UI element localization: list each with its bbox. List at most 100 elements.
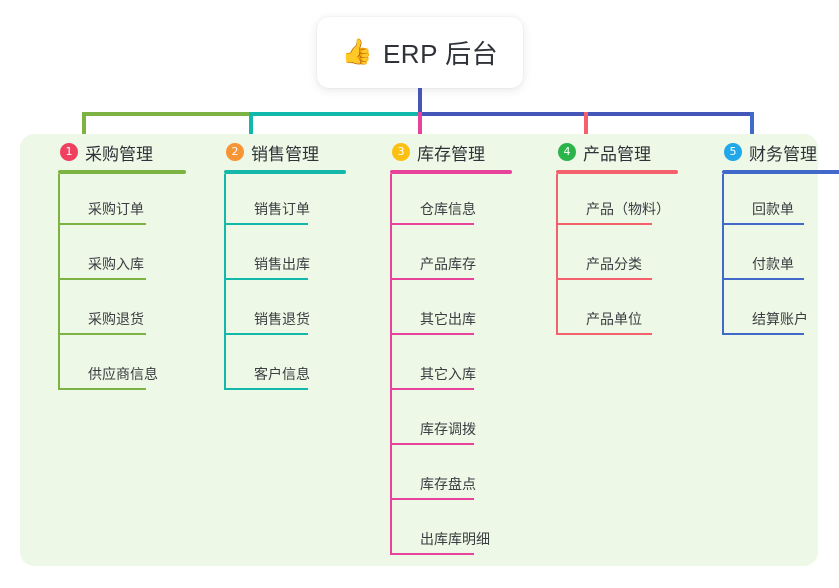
leaf-item[interactable]: 回款单 xyxy=(722,176,839,231)
leaf-item-label: 产品分类 xyxy=(586,256,642,272)
column-underline-5 xyxy=(722,170,839,174)
column-title-2: 销售管理 xyxy=(251,144,319,164)
column-header-1[interactable]: 1 采购管理 xyxy=(40,134,186,170)
leaf-item-label: 采购入库 xyxy=(88,256,144,272)
leaf-item-underline xyxy=(224,333,308,335)
leaf-item[interactable]: 产品分类 xyxy=(556,231,678,286)
leaf-item-underline xyxy=(722,223,804,225)
leaf-item-label: 付款单 xyxy=(752,256,794,272)
leaf-item-label: 库存盘点 xyxy=(420,476,476,492)
column-items-2: 销售订单销售出库销售退货客户信息 xyxy=(224,174,346,396)
leaf-item-underline xyxy=(224,388,308,390)
leaf-item-underline xyxy=(390,553,474,555)
column-badge-3: 3 xyxy=(392,143,410,161)
columns-container: 1 采购管理采购订单采购入库采购退货供应商信息 2 销售管理销售订单销售出库销售退货客… xyxy=(20,134,839,566)
column-items-3: 仓库信息产品库存其它出库其它入库库存调拨库存盘点出库库明细 xyxy=(390,174,512,561)
column-title-4: 产品管理 xyxy=(583,144,651,164)
column-header-2[interactable]: 2 销售管理 xyxy=(206,134,346,170)
column-header-3[interactable]: 3 库存管理 xyxy=(372,134,512,170)
column-3: 3 库存管理仓库信息产品库存其它出库其它入库库存调拨库存盘点出库库明细 xyxy=(372,134,512,561)
leaf-item-label: 库存调拨 xyxy=(420,421,476,437)
column-title-3: 库存管理 xyxy=(417,144,485,164)
leaf-item-underline xyxy=(58,223,146,225)
leaf-item[interactable]: 采购入库 xyxy=(58,231,186,286)
root-node-title: ERP 后台 xyxy=(382,39,499,69)
leaf-item-underline xyxy=(58,333,146,335)
leaf-item-label: 结算账户 xyxy=(752,311,808,327)
column-badge-1: 1 xyxy=(60,143,78,161)
content-panel xyxy=(20,134,818,566)
column-spine-2 xyxy=(224,174,226,388)
column-spine-3 xyxy=(390,174,392,553)
leaf-item[interactable]: 仓库信息 xyxy=(390,176,512,231)
leaf-item-label: 其它入库 xyxy=(420,366,476,382)
leaf-item-underline xyxy=(390,443,474,445)
leaf-item[interactable]: 库存盘点 xyxy=(390,451,512,506)
leaf-item-label: 其它出库 xyxy=(420,311,476,327)
thumbs-up-icon: 👍 xyxy=(341,38,373,66)
leaf-item[interactable]: 结算账户 xyxy=(722,286,839,341)
column-title-1: 采购管理 xyxy=(85,144,153,164)
column-1: 1 采购管理采购订单采购入库采购退货供应商信息 xyxy=(40,134,186,396)
column-spine-1 xyxy=(58,174,60,388)
leaf-item-label: 采购退货 xyxy=(88,311,144,327)
column-title-5: 财务管理 xyxy=(749,144,817,164)
leaf-item[interactable]: 供应商信息 xyxy=(58,341,186,396)
column-badge-2: 2 xyxy=(226,143,244,161)
column-underline-2 xyxy=(224,170,346,174)
column-5: 5 财务管理回款单付款单结算账户 xyxy=(704,134,839,341)
leaf-item-label: 客户信息 xyxy=(254,366,310,382)
column-badge-5: 5 xyxy=(724,143,742,161)
leaf-item-underline xyxy=(390,388,474,390)
leaf-item-label: 产品库存 xyxy=(420,256,476,272)
leaf-item-underline xyxy=(390,498,474,500)
leaf-item-underline xyxy=(722,333,804,335)
column-items-5: 回款单付款单结算账户 xyxy=(722,174,839,341)
leaf-item-underline xyxy=(390,333,474,335)
leaf-item-underline xyxy=(556,333,652,335)
leaf-item-label: 产品单位 xyxy=(586,311,642,327)
leaf-item-label: 采购订单 xyxy=(88,201,144,217)
leaf-item-underline xyxy=(224,278,308,280)
leaf-item[interactable]: 销售订单 xyxy=(224,176,346,231)
leaf-item-underline xyxy=(224,223,308,225)
leaf-item[interactable]: 库存调拨 xyxy=(390,396,512,451)
leaf-item-label: 销售出库 xyxy=(254,256,310,272)
column-spine-5 xyxy=(722,174,724,333)
leaf-item-underline xyxy=(556,278,652,280)
leaf-item[interactable]: 其它出库 xyxy=(390,286,512,341)
leaf-item-underline xyxy=(556,223,652,225)
leaf-item-label: 销售退货 xyxy=(254,311,310,327)
column-underline-3 xyxy=(390,170,512,174)
leaf-item-underline xyxy=(390,223,474,225)
leaf-item[interactable]: 付款单 xyxy=(722,231,839,286)
column-items-4: 产品（物料） 产品分类产品单位 xyxy=(556,174,678,341)
column-header-5[interactable]: 5 财务管理 xyxy=(704,134,839,170)
leaf-item-label: 回款单 xyxy=(752,201,794,217)
leaf-item[interactable]: 出库库明细 xyxy=(390,506,512,561)
leaf-item-label: 产品（物料） xyxy=(586,201,670,217)
leaf-item[interactable]: 其它入库 xyxy=(390,341,512,396)
leaf-item-label: 供应商信息 xyxy=(88,366,158,382)
leaf-item-underline xyxy=(58,278,146,280)
root-node-erp-backend[interactable]: 👍 ERP 后台 xyxy=(317,17,523,88)
leaf-item-label: 仓库信息 xyxy=(420,201,476,217)
leaf-item[interactable]: 销售退货 xyxy=(224,286,346,341)
leaf-item-underline xyxy=(390,278,474,280)
column-underline-4 xyxy=(556,170,678,174)
column-items-1: 采购订单采购入库采购退货供应商信息 xyxy=(58,174,186,396)
leaf-item[interactable]: 采购退货 xyxy=(58,286,186,341)
column-underline-1 xyxy=(58,170,186,174)
leaf-item[interactable]: 销售出库 xyxy=(224,231,346,286)
leaf-item[interactable]: 客户信息 xyxy=(224,341,346,396)
leaf-item[interactable]: 采购订单 xyxy=(58,176,186,231)
leaf-item[interactable]: 产品库存 xyxy=(390,231,512,286)
leaf-item[interactable]: 产品单位 xyxy=(556,286,678,341)
leaf-item-label: 销售订单 xyxy=(254,201,310,217)
leaf-item[interactable]: 产品（物料） xyxy=(556,176,678,231)
leaf-item-label: 出库库明细 xyxy=(420,531,490,547)
leaf-item-underline xyxy=(58,388,146,390)
